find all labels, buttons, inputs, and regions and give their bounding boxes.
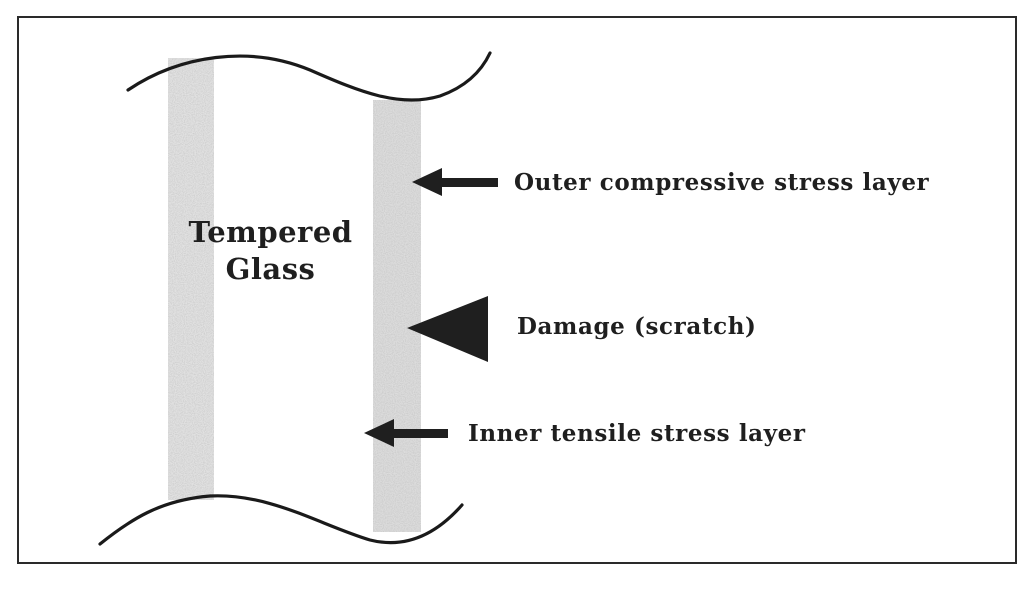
- outer-layer-arrow: [412, 168, 498, 196]
- bottom-break-line: [98, 494, 464, 546]
- top-break-line: [126, 51, 492, 102]
- right-stress-band-grain: [373, 100, 421, 532]
- scratch-triangle: [407, 296, 488, 362]
- diagram-frame: [17, 16, 1017, 564]
- title-line-2: Glass: [225, 252, 316, 286]
- title-line-1: Tempered: [188, 215, 353, 249]
- left-stress-band-grain: [168, 58, 214, 500]
- inner-layer-label: Inner tensile stress layer: [468, 420, 806, 447]
- damage-label: Damage (scratch): [517, 313, 757, 340]
- diagram-title: Tempered Glass: [168, 214, 373, 288]
- outer-layer-label: Outer compressive stress layer: [514, 169, 930, 196]
- inner-layer-arrow: [364, 419, 448, 447]
